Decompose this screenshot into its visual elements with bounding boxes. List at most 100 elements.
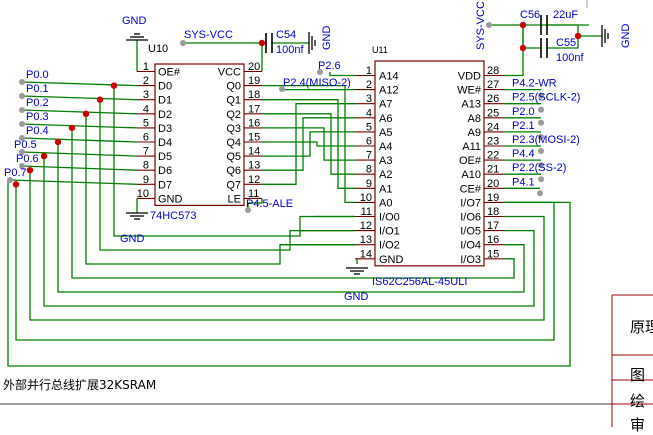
p25-sclk-port (538, 106, 544, 113)
u11-pin-name-8: A2 (379, 169, 392, 181)
u10-pin-number-12: 12 (248, 174, 260, 186)
port0-dot-6 (19, 163, 25, 169)
u10-pin-number-7: 7 (143, 146, 149, 158)
wire-q1-to-addr (262, 99, 355, 189)
p20-port (538, 119, 544, 126)
port0-label-1: P0.1 (26, 83, 49, 95)
u10-pin-number-19: 19 (248, 75, 260, 87)
port0-dot-5 (19, 149, 25, 155)
sheet-caption: 外部并行总线扩展32KSRAM (3, 378, 157, 392)
c55-value: 100nf (556, 52, 584, 64)
wire-q6-to-addr (262, 117, 355, 171)
sys-vcc-label: SYS-VCC (184, 29, 233, 41)
u10-pin-name-1: OE# (158, 67, 181, 79)
u10-pin-name-17: Q2 (226, 109, 241, 121)
gnd-label-u11: GND (344, 291, 369, 303)
u11-pin-name-22: OE# (459, 155, 482, 167)
u10-pin-name-12: Q7 (226, 179, 241, 191)
u11-pin-number-15: 15 (487, 248, 499, 260)
cap-c56 (540, 15, 548, 35)
p22-ss-port (538, 176, 544, 183)
wire-port0-3 (21, 123, 138, 129)
gnd-symbol-vdd (601, 25, 609, 47)
sys-vcc-port-2 (486, 22, 492, 28)
wire-io4 (57, 142, 525, 293)
junctions (7, 21, 582, 213)
u11-pin-number-13: 13 (360, 234, 372, 246)
u11-pin-name-25: A8 (468, 113, 481, 125)
wire-q3-to-addr (262, 127, 355, 161)
u10-pin-name-6: D4 (158, 137, 172, 149)
u11-pin-number-8: 8 (366, 164, 372, 176)
port0-label-6: P0.6 (16, 153, 39, 165)
u11-pin-name-4: A6 (379, 113, 392, 125)
u11-pin-number-17: 17 (487, 220, 499, 232)
u10-pin-name-19: Q0 (226, 81, 241, 93)
gnd-label-c54: GND (321, 26, 333, 51)
u11-pin-name-18: I/O6 (460, 212, 481, 224)
u10-pin-name-13: Q6 (226, 165, 241, 177)
u11-pin-number-5: 5 (366, 121, 372, 133)
p25-sclk-label: P2.5(SCLK-2) (512, 92, 580, 104)
p24-port (279, 86, 285, 92)
u10-body (154, 63, 245, 206)
wire-q0-to-addr (262, 84, 355, 204)
port0-dot-7 (7, 177, 13, 183)
junction-dot (258, 39, 266, 47)
u11-pin-name-7: A3 (379, 155, 392, 167)
u10-pin-name-16: Q3 (226, 123, 241, 135)
port0-label-3: P0.3 (26, 111, 49, 123)
sys-vcc-label-2: SYS-VCC (475, 1, 487, 50)
wire-port0-7 (9, 179, 138, 185)
port0-label-0: P0.0 (26, 69, 49, 81)
u11-pin-number-3: 3 (366, 93, 372, 105)
u11-pin-number-16: 16 (487, 234, 499, 246)
u10-pin-name-9: D7 (158, 179, 172, 191)
u10-pin-name-20: VCC (218, 67, 241, 79)
junction-dot (82, 110, 90, 118)
u11-pin-name-15: I/O3 (460, 254, 481, 266)
wire-ale (247, 198, 263, 210)
u11-pin-name-12: I/O1 (379, 226, 400, 238)
p23-mosi-label: P2.3(MOSI-2) (512, 134, 580, 146)
gnd-symbol-u10 (126, 212, 148, 220)
u10-pin-name-10: GND (158, 193, 183, 205)
u10-pin-number-1: 1 (143, 61, 149, 73)
gnd-symbol-u11 (346, 267, 368, 275)
wire-io0 (113, 85, 355, 237)
wire-port0-4 (21, 137, 138, 143)
c54-value: 100nf (276, 44, 304, 56)
wire-port0-5 (21, 151, 138, 157)
gnd-label-u10: GND (120, 233, 145, 245)
c56-ref: C56 (520, 9, 540, 21)
u11-pin-name-5: A5 (379, 127, 392, 139)
title-block (611, 294, 653, 427)
port0-dot-1 (19, 93, 25, 99)
u10-pin-name-3: D1 (158, 95, 172, 107)
u11-pin-name-6: A4 (379, 141, 392, 153)
p24-miso-label: P2.4(MISO-2) (283, 77, 351, 89)
wire-a14 (329, 72, 355, 77)
wire-port0-6 (21, 165, 138, 171)
u11-pin-name-10: A0 (379, 197, 392, 209)
u10-pin-number-20: 20 (248, 61, 260, 73)
u11-pin-name-14: GND (379, 254, 404, 266)
u11-pin-name-24: A9 (468, 127, 481, 139)
u11-pin-number-25: 25 (487, 107, 499, 119)
u11-pin-number-6: 6 (366, 136, 372, 148)
port0-label-4: P0.4 (26, 125, 49, 137)
wire-q7-to-addr (262, 103, 355, 185)
u10-pin-name-18: Q1 (226, 95, 241, 107)
p23-mosi-port (538, 148, 544, 154)
wire-q4-to-addr (262, 141, 355, 147)
u10-pin-number-8: 8 (143, 160, 149, 172)
port0-dot-0 (19, 79, 25, 85)
u10-pin-name-15: Q4 (226, 137, 241, 149)
wire-io2 (85, 113, 355, 265)
u10-pin-number-14: 14 (248, 146, 260, 158)
wire-c55-gnd (547, 36, 579, 49)
p21-port (538, 133, 544, 140)
u11-pin-name-20: CE# (460, 183, 482, 195)
junction-dot (519, 21, 527, 29)
